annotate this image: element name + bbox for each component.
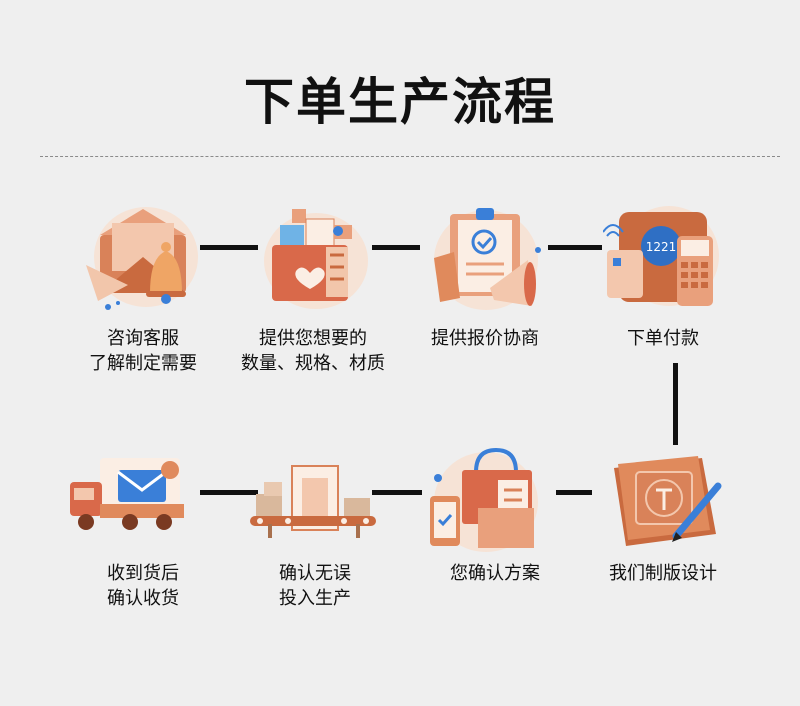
design-pen-icon xyxy=(606,452,736,572)
connector-2-3 xyxy=(372,245,420,250)
step-3-line1: 提供报价协商 xyxy=(431,328,539,349)
card-payment-icon: 1221 xyxy=(602,196,733,316)
step-1-line1: 咨询客服 xyxy=(107,328,179,349)
step-7-line1: 确认无误 xyxy=(279,563,351,584)
step-label-production: 确认无误 投入生产 xyxy=(220,561,410,611)
step-8-line1: 收到货后 xyxy=(107,563,179,584)
conveyor-production-icon xyxy=(248,458,378,578)
connector-4-5 xyxy=(673,363,678,445)
step-6-line1: 您确认方案 xyxy=(450,563,540,584)
mail-bell-icon xyxy=(78,195,208,315)
connector-3-4 xyxy=(548,245,602,250)
step-8-line2: 确认收货 xyxy=(107,588,179,609)
step-2-line2: 数量、规格、材质 xyxy=(241,353,385,374)
step-5-line1: 我们制版设计 xyxy=(609,563,717,584)
step-label-confirm-plan: 您确认方案 xyxy=(400,561,590,586)
connector-1-2 xyxy=(200,245,258,250)
step-label-receive: 收到货后 确认收货 xyxy=(48,561,238,611)
delivery-truck-icon xyxy=(60,452,190,572)
step-2-line1: 提供您想要的 xyxy=(259,328,367,349)
folder-heart-icon xyxy=(250,195,380,315)
step-label-payment: 下单付款 xyxy=(568,326,758,351)
connector-6-5 xyxy=(556,490,592,495)
connector-7-6 xyxy=(372,490,422,495)
step-4-line1: 下单付款 xyxy=(627,328,699,349)
step-label-consult: 咨询客服 了解制定需要 xyxy=(48,326,238,376)
phone-bag-icon xyxy=(420,440,550,560)
step-1-line2: 了解制定需要 xyxy=(89,353,197,374)
step-label-quote: 提供报价协商 xyxy=(390,326,580,351)
step-7-line2: 投入生产 xyxy=(279,588,351,609)
page-title: 下单生产流程 xyxy=(244,73,556,131)
svg-text:1221: 1221 xyxy=(646,240,677,254)
title-divider xyxy=(40,156,780,157)
clipboard-megaphone-icon xyxy=(420,198,550,318)
connector-8-7 xyxy=(200,490,258,495)
step-label-design: 我们制版设计 xyxy=(568,561,758,586)
step-label-specs: 提供您想要的 数量、规格、材质 xyxy=(218,326,408,376)
